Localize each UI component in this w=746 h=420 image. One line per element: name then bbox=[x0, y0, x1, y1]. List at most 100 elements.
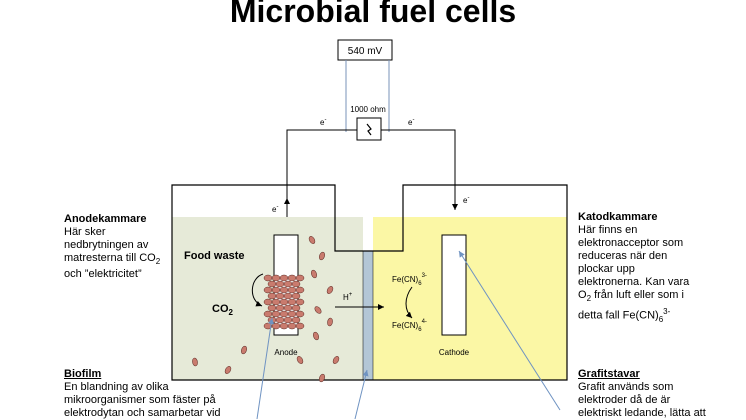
free-bacterium bbox=[319, 373, 325, 383]
biofilm-bacterium bbox=[295, 274, 305, 282]
anode-note-line-2: nedbrytningen av bbox=[64, 239, 149, 251]
biofilm-bacterium bbox=[263, 310, 273, 318]
anode-chamber-note: Anodekammare Här sker nedbrytningen av m… bbox=[64, 213, 224, 281]
tank-outline bbox=[171, 184, 568, 381]
cathode-note-line-2: elektronacceptor som bbox=[578, 237, 684, 249]
biofilm bbox=[263, 274, 305, 330]
resistor bbox=[356, 117, 382, 141]
biofilm-bacterium bbox=[291, 316, 301, 324]
biofilm-bacterium bbox=[263, 274, 273, 282]
diagram-title: Microbial fuel cells bbox=[230, 0, 516, 29]
ferricyanide-label: Fe(CN)63- bbox=[392, 273, 427, 287]
biofilm-bacterium bbox=[271, 322, 281, 330]
graphite-note-line-2: elektroder då de är bbox=[578, 394, 671, 406]
anode-chamber bbox=[172, 217, 363, 380]
cathode-note-line-5: elektronerna. Kan vara bbox=[578, 276, 690, 288]
graphite-title: Grafitstavar bbox=[578, 368, 640, 380]
biofilm-bacterium bbox=[291, 304, 301, 312]
biofilm-bacterium bbox=[279, 298, 289, 306]
biofilm-note: Biofilm En blandning av olika mikroorgan… bbox=[64, 368, 239, 420]
electron-label-top-right: e- bbox=[408, 117, 414, 127]
biofilm-bacterium bbox=[283, 280, 293, 288]
biofilm-bacterium bbox=[295, 322, 305, 330]
voltmeter bbox=[337, 39, 393, 61]
free-bacterium bbox=[241, 345, 247, 355]
biofilm-bacterium bbox=[271, 310, 281, 318]
wire-right bbox=[381, 129, 456, 207]
biofilm-bacterium bbox=[267, 280, 277, 288]
biofilm-bacterium bbox=[287, 298, 297, 306]
graphite-note: Grafitstavar Grafit används som elektrod… bbox=[578, 368, 746, 420]
biofilm-pointer bbox=[256, 317, 275, 419]
electron-label-top-left: e- bbox=[320, 117, 326, 127]
free-bacteria bbox=[192, 236, 340, 383]
cathode-label: Cathode bbox=[439, 348, 470, 357]
anode-note-line-1: Här sker bbox=[64, 226, 106, 238]
cathode-chamber bbox=[373, 217, 567, 380]
biofilm-bacterium bbox=[267, 304, 277, 312]
resistor-icon bbox=[366, 123, 372, 136]
biofilm-bacterium bbox=[263, 298, 273, 306]
conversion-arrow bbox=[251, 273, 264, 307]
food-waste-label: Food waste bbox=[184, 250, 245, 262]
ferrocyanide-label: Fe(CN)64- bbox=[392, 319, 427, 333]
free-bacterium bbox=[308, 236, 316, 244]
anode-note-line-3: matresterna till CO2 bbox=[64, 252, 161, 267]
biofilm-bacterium bbox=[275, 316, 285, 324]
biofilm-bacterium bbox=[287, 286, 297, 294]
wire-left bbox=[286, 129, 357, 205]
cathode-note-line-4: plockar upp bbox=[578, 263, 635, 275]
biofilm-title: Biofilm bbox=[64, 368, 102, 380]
membrane bbox=[362, 250, 374, 381]
biofilm-bacterium bbox=[283, 316, 293, 324]
free-bacterium bbox=[224, 366, 232, 374]
biofilm-bacterium bbox=[283, 304, 293, 312]
biofilm-bacterium bbox=[287, 322, 297, 330]
cathode-electrode bbox=[441, 234, 467, 336]
graphite-note-line-1: Grafit används som bbox=[578, 381, 674, 393]
free-bacterium bbox=[314, 306, 322, 314]
biofilm-bacterium bbox=[279, 286, 289, 294]
biofilm-bacterium bbox=[295, 310, 305, 318]
biofilm-bacterium bbox=[291, 292, 301, 300]
anode-note-line-4: och ”elektricitet” bbox=[64, 268, 142, 281]
biofilm-bacterium bbox=[287, 310, 297, 318]
biofilm-bacterium bbox=[271, 298, 281, 306]
graphite-pointer bbox=[458, 250, 561, 411]
resistor-label: 1000 ohm bbox=[350, 105, 386, 114]
cathode-note-line-1: Här finns en bbox=[578, 224, 638, 236]
biofilm-bacterium bbox=[279, 310, 289, 318]
biofilm-bacterium bbox=[279, 274, 289, 282]
biofilm-bacterium bbox=[291, 280, 301, 288]
co2-label: CO2 bbox=[212, 303, 234, 317]
biofilm-bacterium bbox=[271, 286, 281, 294]
anode-chamber-title: Anodekammare bbox=[64, 213, 147, 225]
anode-label: Anode bbox=[274, 348, 298, 357]
biofilm-bacterium bbox=[275, 292, 285, 300]
graphite-note-line-3: elektriskt ledande, lätta att bbox=[578, 407, 706, 419]
biofilm-bacterium bbox=[275, 280, 285, 288]
cathode-note-line-3: reduceras när den bbox=[578, 250, 668, 262]
biofilm-bacterium bbox=[295, 298, 305, 306]
free-bacterium bbox=[327, 317, 333, 327]
cathode-chamber-note: Katodkammare Här finns en elektronaccept… bbox=[578, 211, 738, 326]
cathode-note-line-6: O2 från luft eller som i bbox=[578, 289, 684, 304]
free-bacterium bbox=[326, 286, 334, 294]
free-bacterium bbox=[296, 356, 304, 364]
free-bacterium bbox=[311, 269, 317, 279]
biofilm-bacterium bbox=[275, 304, 285, 312]
biofilm-bacterium bbox=[295, 286, 305, 294]
free-bacterium bbox=[313, 331, 319, 341]
proton-label: H+ bbox=[343, 292, 353, 302]
voltmeter-reading: 540 mV bbox=[348, 46, 383, 57]
membrane-pointer bbox=[354, 369, 369, 419]
biofilm-note-line-3: elektrodytan och samarbetar vid bbox=[64, 407, 221, 419]
free-bacterium bbox=[332, 356, 340, 364]
biofilm-bacterium bbox=[263, 286, 273, 294]
biofilm-note-line-1: En blandning av olika bbox=[64, 381, 169, 393]
biofilm-note-line-2: mikroorganismer som fäster på bbox=[64, 394, 216, 406]
biofilm-bacterium bbox=[271, 274, 281, 282]
cathode-note-line-7: detta fall Fe(CN)63- bbox=[578, 307, 671, 325]
electron-label-cathode: e- bbox=[463, 195, 469, 205]
